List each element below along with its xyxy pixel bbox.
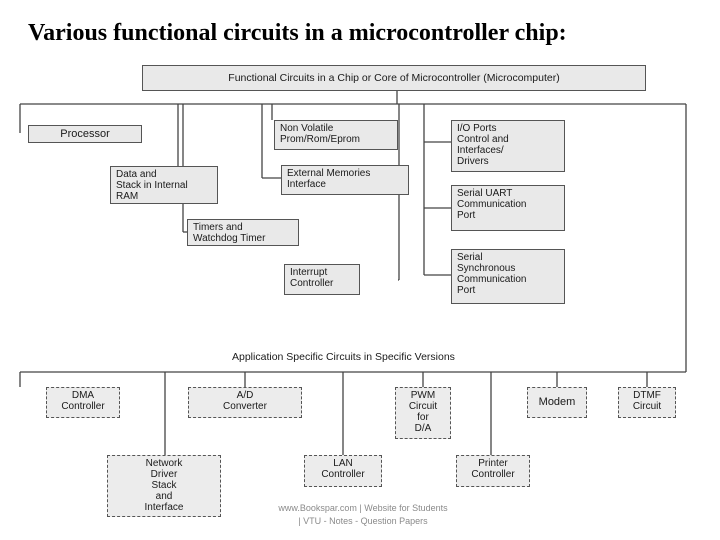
dma-controller-box: DMA Controller (46, 387, 120, 418)
interrupt-controller-box: Interrupt Controller (284, 264, 360, 295)
processor-box: Processor (28, 125, 142, 143)
footer-watermark: www.Bookspar.com | Website for Students … (253, 502, 473, 528)
modem-box: Modem (527, 387, 587, 418)
timers-watchdog-box: Timers and Watchdog Timer (187, 219, 299, 246)
footer-line-1: www.Bookspar.com | Website for Students (278, 503, 448, 513)
lan-controller-box: LAN Controller (304, 455, 382, 487)
pwm-circuit-box: PWM Circuit for D/A (395, 387, 451, 439)
dtmf-circuit-box: DTMF Circuit (618, 387, 676, 418)
printer-controller-box: Printer Controller (456, 455, 530, 487)
slide-title: Various functional circuits in a microco… (28, 20, 567, 46)
serial-uart-box: Serial UART Communication Port (451, 185, 565, 231)
root-box: Functional Circuits in a Chip or Core of… (142, 65, 646, 91)
nonvolatile-memory-box: Non Volatile Prom/Rom/Eprom (274, 120, 398, 150)
io-ports-box: I/O Ports Control and Interfaces/ Driver… (451, 120, 565, 172)
footer-line-2: | VTU - Notes - Question Papers (298, 516, 428, 526)
ad-converter-box: A/D Converter (188, 387, 302, 418)
application-specific-label: Application Specific Circuits in Specifi… (232, 351, 455, 363)
data-stack-ram-box: Data and Stack in Internal RAM (110, 166, 218, 204)
external-memories-box: External Memories Interface (281, 165, 409, 195)
network-driver-box: Network Driver Stack and Interface (107, 455, 221, 517)
serial-synchronous-box: Serial Synchronous Communication Port (451, 249, 565, 304)
